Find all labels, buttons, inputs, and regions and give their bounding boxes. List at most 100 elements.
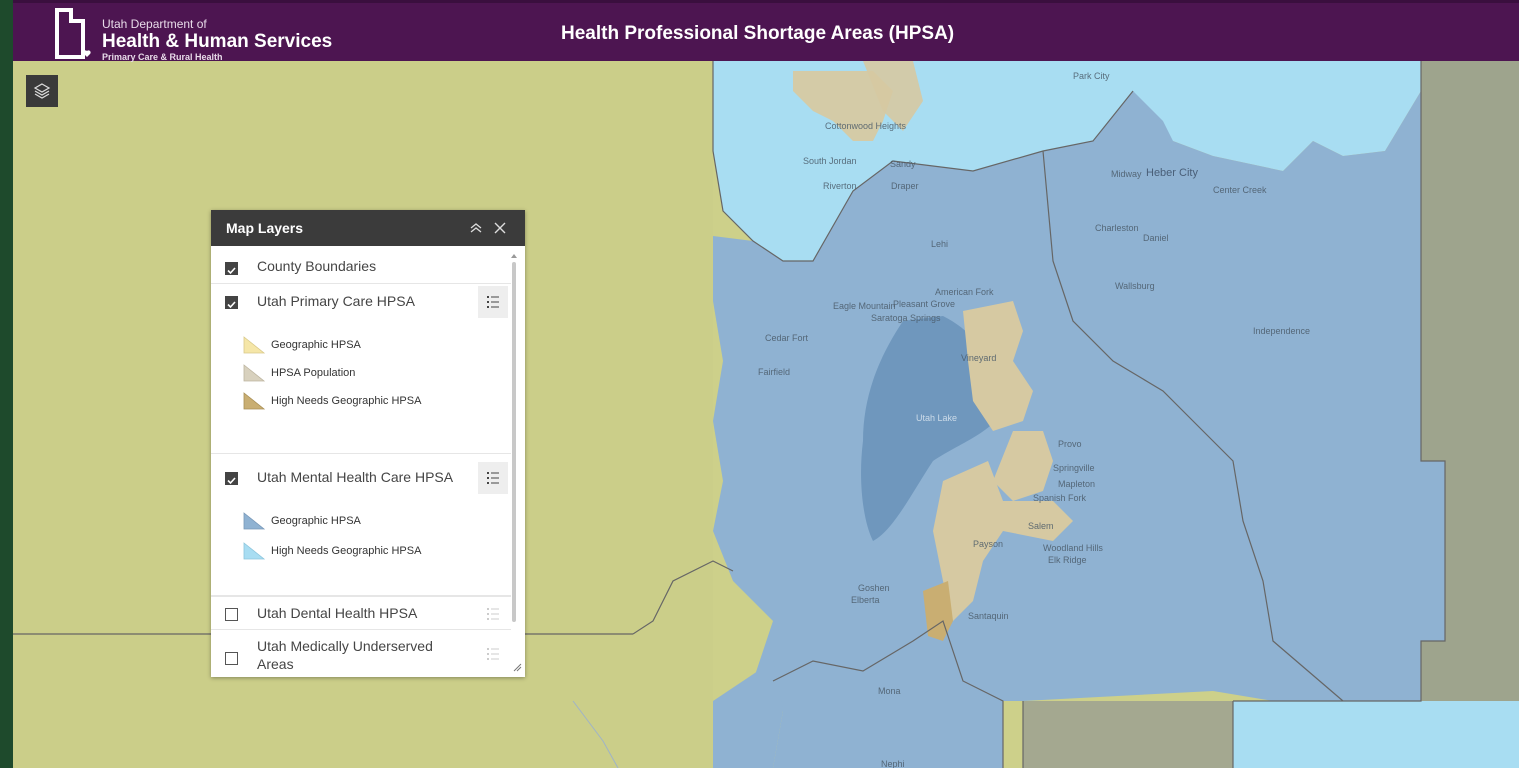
checkmark-icon <box>227 477 236 485</box>
map-label-vineyard: Vineyard <box>961 353 997 363</box>
checkbox-mental-health-hpsa[interactable] <box>225 472 238 485</box>
map-label-nephi: Nephi <box>881 759 905 768</box>
logo-sub: Primary Care & Rural Health <box>102 52 223 62</box>
logo-department: Utah Department of <box>102 17 207 31</box>
legend-swatch <box>243 392 265 410</box>
logo[interactable]: Utah Department of Health & Human Servic… <box>53 7 353 62</box>
map-label-midway: Midway <box>1111 169 1142 179</box>
legend-list-icon <box>487 472 499 484</box>
checkmark-icon <box>227 301 236 309</box>
checkmark-icon <box>227 267 236 275</box>
map-label-provo: Provo <box>1058 439 1082 449</box>
utah-state-logo-icon <box>55 8 91 59</box>
map-label-mapleton: Mapleton <box>1058 479 1096 489</box>
map-label-utah-lake: Utah Lake <box>916 413 958 423</box>
layers-toggle-button[interactable] <box>26 75 58 107</box>
legend-list-icon <box>487 296 499 308</box>
population-hpsa-orem <box>963 301 1033 431</box>
map-label-south-jordan: South Jordan <box>803 156 857 166</box>
map-label-center-creek: Center Creek <box>1213 185 1267 195</box>
close-button[interactable] <box>491 219 509 237</box>
mental-geographic-south-west <box>713 661 783 768</box>
app-window: Utah Department of Health & Human Servic… <box>13 0 1519 768</box>
map-label-heber-city: Heber City <box>1146 167 1198 179</box>
map-label-mona: Mona <box>878 686 901 696</box>
legend-toggle-primary-care[interactable] <box>478 286 508 318</box>
legend-list-icon <box>487 648 499 660</box>
map-label-american-fork: American Fork <box>935 287 994 297</box>
close-icon <box>494 222 506 234</box>
legend-label: HPSA Population <box>271 367 356 379</box>
map-label-charleston: Charleston <box>1095 223 1139 233</box>
scroll-thumb[interactable] <box>512 262 516 622</box>
app-header: Utah Department of Health & Human Servic… <box>13 0 1519 62</box>
layer-primary-care-hpsa[interactable]: Utah Primary Care HPSA Geographic HPSA H… <box>211 284 511 454</box>
gray-region-east <box>1421 61 1519 768</box>
legend-label: Geographic HPSA <box>271 515 361 527</box>
app-title: Health Professional Shortage Areas (HPSA… <box>561 23 955 44</box>
map-label-independence: Independence <box>1253 326 1311 336</box>
map-label-elberta: Elberta <box>851 595 880 605</box>
map-label-draper: Draper <box>891 181 919 191</box>
map-label-saratoga-springs: Saratoga Springs <box>871 313 941 323</box>
legend-label: Geographic HPSA <box>271 339 361 351</box>
population-hpsa-provo <box>993 431 1053 501</box>
map-label-cottonwood-heights: Cottonwood Heights <box>825 121 907 131</box>
collapse-button[interactable] <box>467 219 485 237</box>
legend-label: High Needs Geographic HPSA <box>271 395 422 407</box>
legend-toggle-underserved[interactable] <box>478 638 508 670</box>
scroll-up-arrow-icon[interactable] <box>511 254 517 258</box>
map-label-eagle-mountain: Eagle Mountain <box>833 301 896 311</box>
layer-dental-health-hpsa[interactable]: Utah Dental Health HPSA <box>211 596 511 630</box>
layer-label: County Boundaries <box>257 258 377 274</box>
map-label-fairfield: Fairfield <box>758 367 791 377</box>
resize-handle-icon[interactable] <box>512 662 522 672</box>
layer-label: Utah Primary Care HPSA <box>257 293 415 309</box>
county-boundary-sw <box>632 560 734 635</box>
map-label-payson: Payson <box>973 539 1004 549</box>
checkbox-primary-care-hpsa[interactable] <box>225 296 238 309</box>
legend-toggle-dental[interactable] <box>478 598 508 630</box>
map-label-park-city: Park City <box>1073 71 1110 81</box>
legend-swatch <box>243 512 265 530</box>
map-label-spanish-fork: Spanish Fork <box>1033 493 1087 503</box>
high-needs-geographic-primary <box>923 581 953 641</box>
county-boundary-south <box>772 620 1004 768</box>
county-boundary-north <box>712 61 1134 262</box>
checkbox-dental-health-hpsa[interactable] <box>225 608 238 621</box>
layer-label: Utah Dental Health HPSA <box>257 605 418 621</box>
layer-county-boundaries[interactable]: County Boundaries <box>211 246 511 284</box>
checkbox-medically-underserved[interactable] <box>225 652 238 665</box>
map-label-elk-ridge: Elk Ridge <box>1048 555 1087 565</box>
population-hpsa-south-utah-county <box>933 461 1073 621</box>
river-line <box>572 700 619 768</box>
logo-main: Health & Human Services <box>102 31 333 52</box>
map-label-pleasant-grove: Pleasant Grove <box>893 299 956 309</box>
county-boundary-wasatch <box>1042 150 1344 702</box>
county-boundary-east <box>1233 61 1446 702</box>
layer-label: Utah Medically Underserved Areas <box>257 638 433 672</box>
map-label-salem: Salem <box>1028 521 1054 531</box>
map-label-wallsburg: Wallsburg <box>1115 281 1155 291</box>
map-label-lehi: Lehi <box>931 239 949 249</box>
layer-mental-health-hpsa[interactable]: Utah Mental Health Care HPSA Geographic … <box>211 454 511 596</box>
checkbox-county-boundaries[interactable] <box>225 262 238 275</box>
legend-list-icon <box>487 608 499 620</box>
gray-region-south <box>1023 701 1233 768</box>
panel-body[interactable]: County Boundaries Utah Primary Care HPSA <box>211 246 525 677</box>
panel-title: Map Layers <box>226 220 304 236</box>
layer-medically-underserved[interactable]: Utah Medically Underserved Areas <box>211 630 511 677</box>
legend-swatch <box>243 542 265 560</box>
layer-label: Utah Mental Health Care HPSA <box>257 469 454 485</box>
map-layers-panel: Map Layers County Boundaries <box>211 210 525 677</box>
double-chevron-up-icon <box>470 223 482 233</box>
legend-swatch <box>243 336 265 354</box>
mental-geographic-area <box>713 91 1445 768</box>
legend-toggle-mental-health[interactable] <box>478 462 508 494</box>
map-label-sandy: Sandy <box>890 159 916 169</box>
panel-header: Map Layers <box>211 210 525 246</box>
population-hpsa-salt-lake-east <box>863 61 923 131</box>
panel-scrollbar[interactable] <box>511 254 517 664</box>
mental-high-needs-south-east <box>1233 701 1519 768</box>
legend-label: High Needs Geographic HPSA <box>271 545 422 557</box>
